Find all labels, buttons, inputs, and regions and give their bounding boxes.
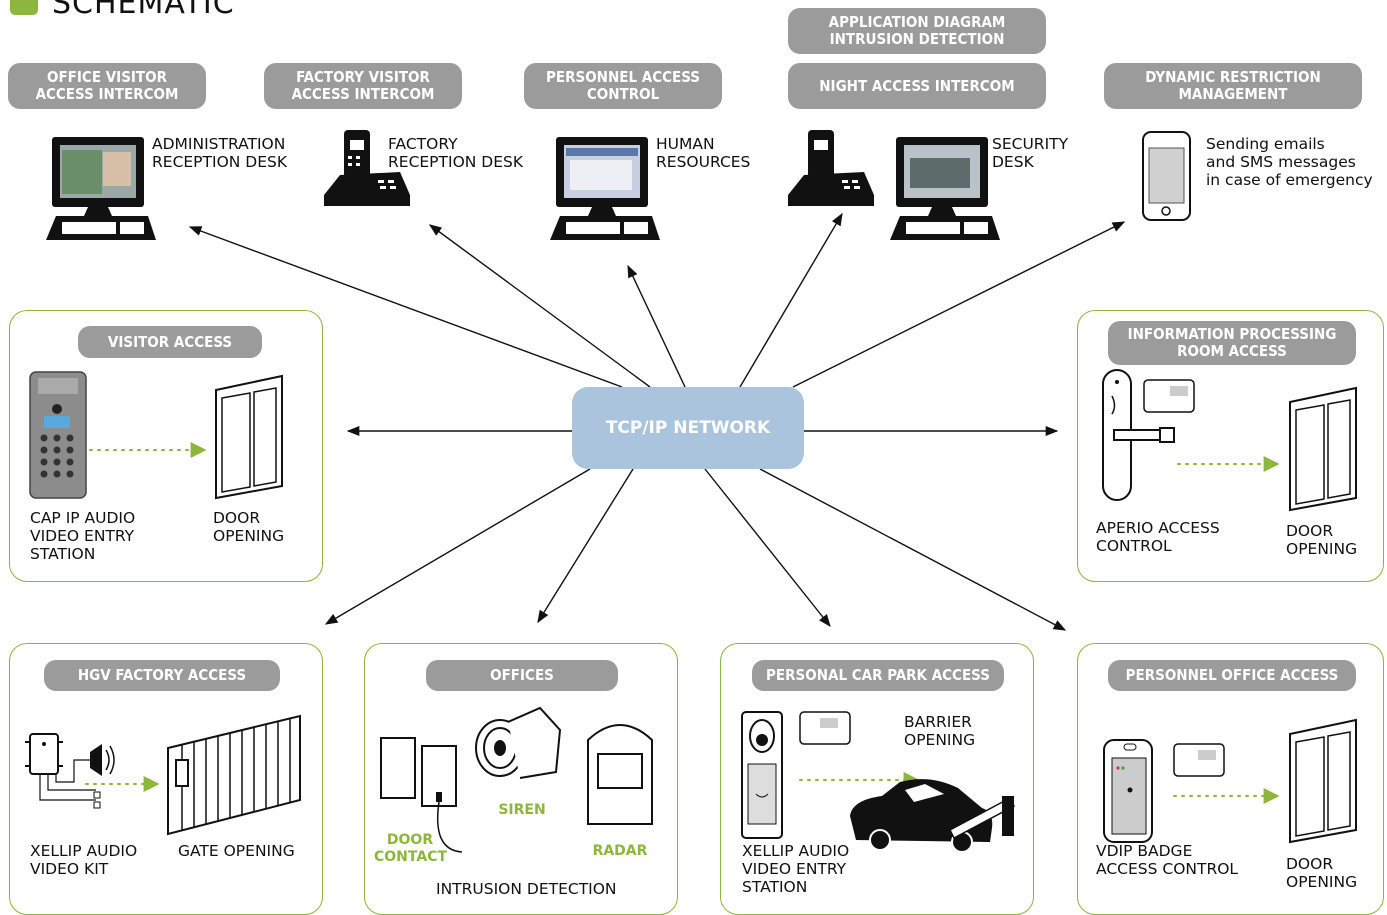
header-hgv: HGV FACTORY ACCESS xyxy=(44,660,280,691)
header-offices: OFFICES xyxy=(426,660,618,691)
label-xellip-station: XELLIP AUDIO VIDEO ENTRY STATION xyxy=(742,842,850,896)
computer-icon-security xyxy=(890,137,1000,240)
smartphone-icon xyxy=(1142,131,1191,221)
title-marker xyxy=(10,0,38,15)
arrow-hgv xyxy=(324,468,591,625)
title-text: SCHEMATIC xyxy=(52,0,235,21)
phone-icon-factory xyxy=(324,130,410,206)
label-admin: ADMINISTRATION RECEPTION DESK xyxy=(152,135,288,171)
door-icon-visitor xyxy=(215,374,283,500)
siren-icon xyxy=(475,706,562,779)
label-cap-ip-station: CAP IP AUDIO VIDEO ENTRY STATION xyxy=(30,509,136,563)
door-icon-info-room xyxy=(1289,386,1357,512)
label-xellip-kit: XELLIP AUDIO VIDEO KIT xyxy=(30,842,138,878)
label-intrusion-detection: INTRUSION DETECTION xyxy=(436,880,617,898)
arrow-offices xyxy=(537,468,634,624)
label-barrier: BARRIER OPENING xyxy=(904,713,976,749)
header-application-diagram: APPLICATION DIAGRAM INTRUSION DETECTION xyxy=(788,8,1046,54)
aperio-lock-icon xyxy=(1102,369,1175,501)
entry-station-icon-car-park xyxy=(741,711,783,839)
label-security: SECURITY DESK xyxy=(992,135,1069,171)
label-personnel-door: DOOR OPENING xyxy=(1286,855,1358,891)
computer-icon-hr xyxy=(550,137,660,240)
label-visitor-door: DOOR OPENING xyxy=(213,509,285,545)
arrow-security xyxy=(739,212,843,388)
entry-station-icon xyxy=(29,371,87,499)
header-personnel-office: PERSONNEL OFFICE ACCESS xyxy=(1108,660,1356,691)
arrow-hr xyxy=(627,264,686,388)
phone-icon-security xyxy=(788,130,874,206)
header-car-park: PERSONAL CAR PARK ACCESS xyxy=(752,660,1004,691)
radar-icon xyxy=(587,724,653,825)
arrow-factory xyxy=(428,224,651,388)
label-info-room-door: DOOR OPENING xyxy=(1286,522,1358,558)
arrow-sms xyxy=(792,221,1126,388)
car-icon xyxy=(850,779,993,853)
header-office-visitor: OFFICE VISITOR ACCESS INTERCOM xyxy=(8,63,206,109)
label-aperio: APERIO ACCESS CONTROL xyxy=(1096,519,1220,555)
badge-card-icon-personnel xyxy=(1173,743,1225,777)
badge-reader-icon xyxy=(1103,739,1153,843)
label-factory: FACTORY RECEPTION DESK xyxy=(388,135,524,171)
header-personnel-access: PERSONNEL ACCESS CONTROL xyxy=(524,63,722,109)
door-contact-icon xyxy=(380,737,463,853)
network-node: TCP/IP NETWORK xyxy=(572,387,804,469)
barrier-icon xyxy=(949,796,1015,840)
header-info-room: INFORMATION PROCESSING ROOM ACCESS xyxy=(1108,321,1356,365)
label-hr: HUMAN RESOURCES xyxy=(656,135,751,171)
header-visitor-access: VISITOR ACCESS xyxy=(78,326,262,358)
label-sms: Sending emails and SMS messages in case … xyxy=(1206,135,1373,189)
door-icon-personnel-office xyxy=(1289,718,1357,844)
header-dynamic-restriction: DYNAMIC RESTRICTION MANAGEMENT xyxy=(1104,63,1362,109)
network-arrows xyxy=(188,212,1126,631)
label-door-contact: DOOR CONTACT xyxy=(374,832,448,865)
label-siren: SIREN xyxy=(498,802,546,818)
page-title: SCHEMATIC xyxy=(0,0,235,21)
arrow-car-park xyxy=(704,468,831,627)
badge-card-icon-info xyxy=(1143,379,1195,413)
badge-card-icon-car-park xyxy=(799,711,851,745)
label-gate-opening: GATE OPENING xyxy=(178,842,295,860)
audio-video-kit-icon xyxy=(25,733,115,809)
gate-icon xyxy=(167,714,301,836)
label-radar: RADAR xyxy=(592,843,648,859)
header-factory-visitor: FACTORY VISITOR ACCESS INTERCOM xyxy=(264,63,462,109)
label-vdip: VDIP BADGE ACCESS CONTROL xyxy=(1096,842,1239,878)
computer-icon-admin xyxy=(46,137,156,240)
arrow-admin xyxy=(188,226,623,388)
header-night-access: NIGHT ACCESS INTERCOM xyxy=(788,63,1046,109)
arrow-personnel-office xyxy=(759,468,1067,631)
